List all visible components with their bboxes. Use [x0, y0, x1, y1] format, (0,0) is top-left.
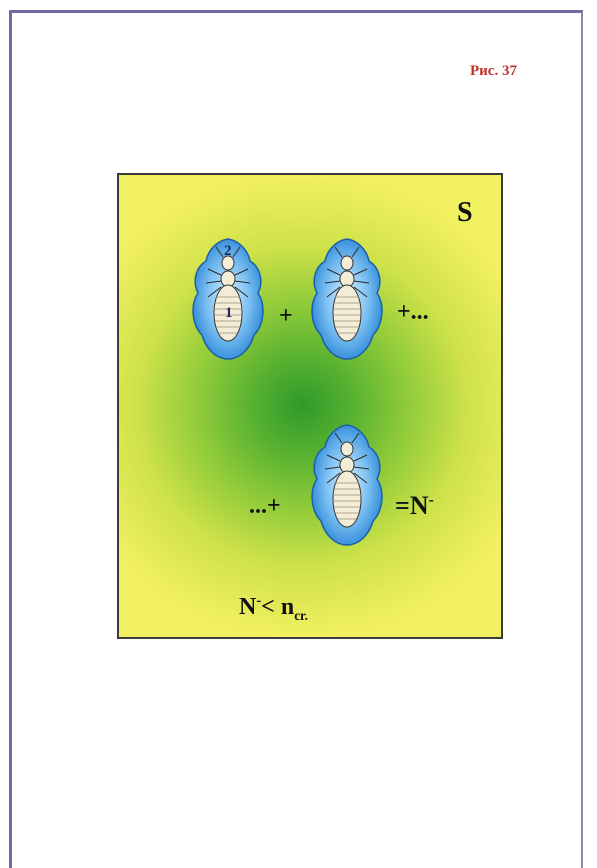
condition-rhs-sub: cr.: [294, 608, 308, 623]
plus-sign: +: [279, 303, 293, 330]
termite-icon: [307, 421, 387, 549]
equals-text: =N: [395, 491, 429, 520]
condition-formula: N-< ncr.: [239, 593, 308, 624]
region-number: 2: [224, 243, 232, 260]
ellipsis-plus: ...+: [249, 493, 281, 520]
plus-ellipsis: +...: [397, 299, 429, 326]
equals-total: =N-: [395, 491, 434, 521]
diagram-panel: S: [117, 173, 503, 639]
termite-icon: [307, 235, 387, 363]
figure-label: Рис. 37: [470, 63, 517, 80]
condition-rhs: n: [281, 594, 294, 620]
individual-number: 1: [225, 305, 233, 322]
equals-superscript: -: [429, 491, 434, 508]
condition-operator: <: [261, 594, 275, 620]
condition-lhs: N: [239, 594, 256, 620]
set-label: S: [457, 197, 473, 229]
